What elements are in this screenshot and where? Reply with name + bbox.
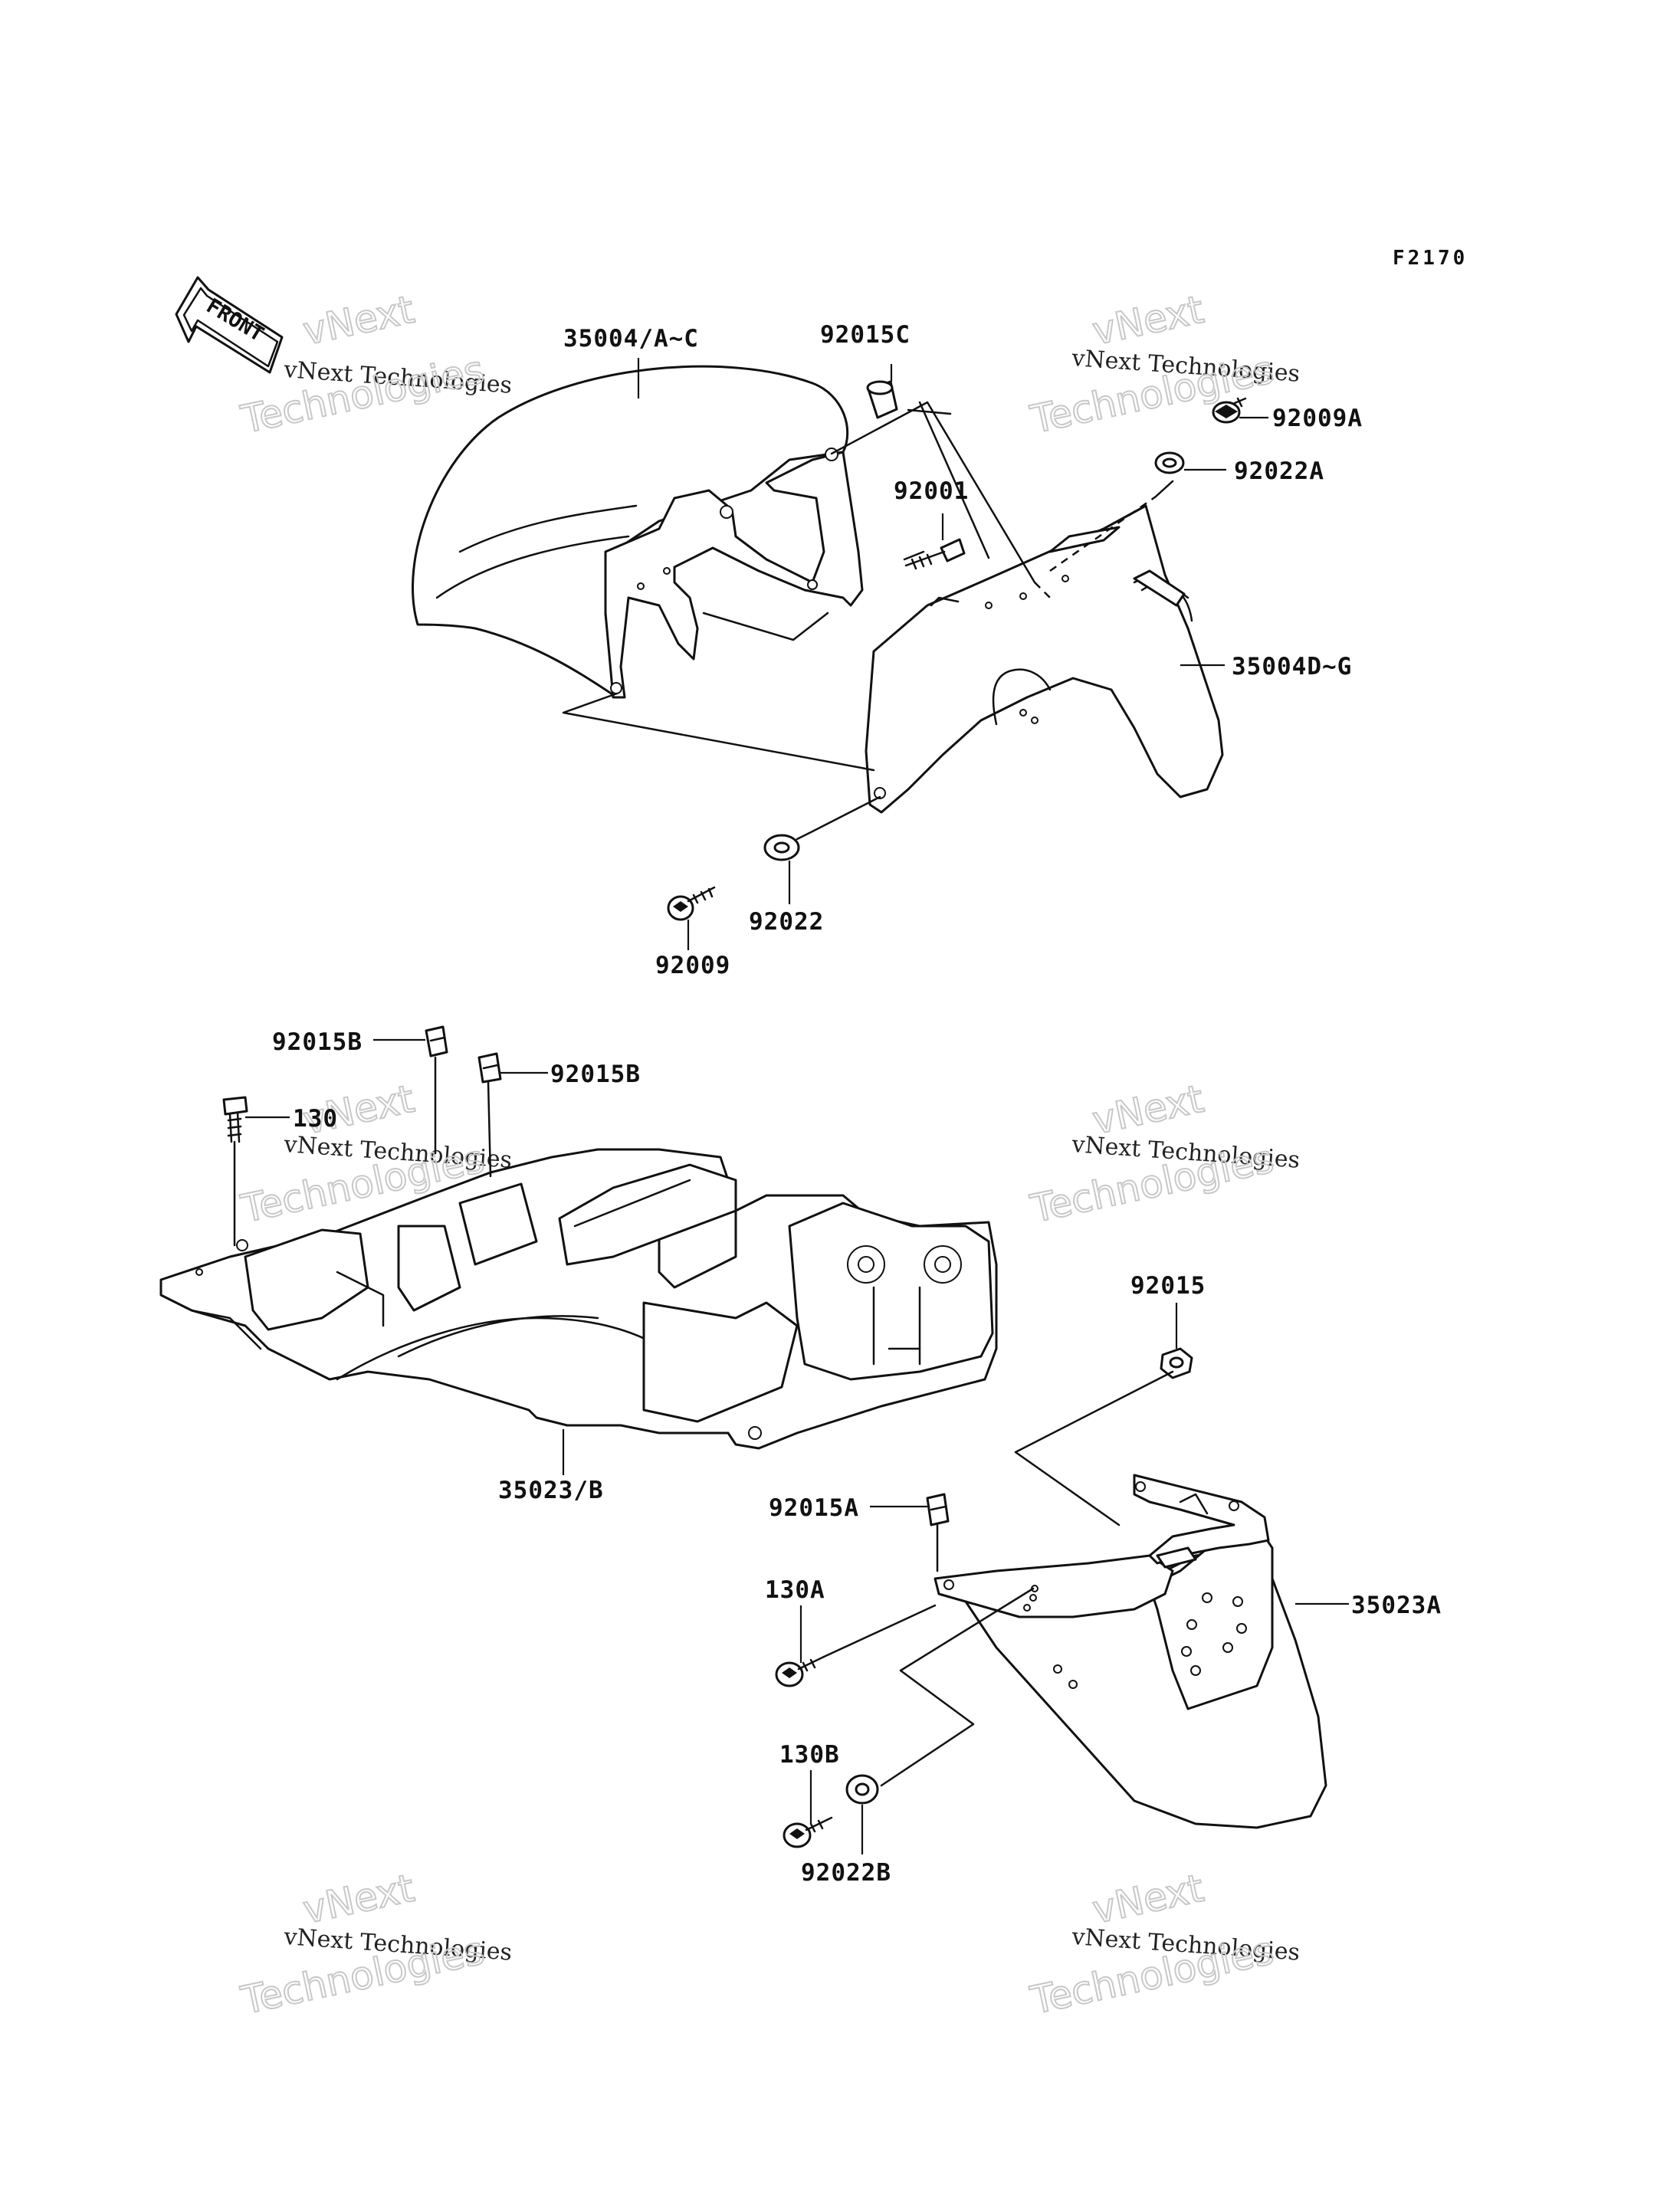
- watermark-bottom-left: vNext vNext Technologies Technologies: [236, 1865, 513, 2024]
- watermark-middle-right: vNext vNext Technologies Technologies: [1025, 1076, 1301, 1232]
- label-front-lower-bolt: 92009: [655, 952, 730, 979]
- rear-clip-92015a: [926, 1493, 950, 1526]
- watermark-top-right: vNext vNext Technologies Technologies: [1025, 287, 1301, 443]
- figure-code: F2170: [1393, 247, 1468, 270]
- label-front-upper-bolt: 92009A: [1272, 405, 1363, 432]
- front-assembly-lines: [562, 401, 1174, 841]
- front-collar-92015c: [866, 380, 898, 419]
- watermark-top-left: vNext vNext Technologies Technologies: [236, 287, 513, 443]
- rear-inner-fender-drawing: [159, 1148, 998, 1450]
- front-bolt-92009a: [1212, 397, 1247, 424]
- front-fender-upper-drawing: [412, 365, 864, 699]
- label-front-collar: 92015C: [820, 321, 911, 349]
- front-grommet-92022: [763, 834, 800, 861]
- label-rear-bolt: 130: [293, 1105, 338, 1133]
- rear-nut-92015b-left: [425, 1025, 448, 1058]
- rear-flap-leaders: [822, 1370, 1174, 1787]
- front-bolt-92001: [904, 538, 966, 570]
- label-rear-flap: 35023A: [1351, 1592, 1442, 1619]
- rear-bolt-130: [222, 1096, 248, 1143]
- label-front-mid-bolt: 92001: [894, 477, 969, 505]
- svg-text:vNext: vNext: [1088, 287, 1207, 354]
- svg-text:vNext: vNext: [299, 1866, 418, 1933]
- label-rear-clip: 92015A: [769, 1494, 859, 1522]
- front-direction-arrow: FRONT: [175, 276, 284, 374]
- rear-grommet-92022b: [845, 1774, 879, 1805]
- label-rear-nut-left: 92015B: [272, 1028, 363, 1056]
- rear-flap-drawing: [934, 1474, 1327, 1829]
- rear-bolt-130b: [783, 1816, 833, 1848]
- part-labels: 35004/A~C 92015C 92009A 92022A 92001 350…: [272, 321, 1442, 1887]
- rear-bolt-130a: [775, 1655, 825, 1687]
- label-rear-grommet-b: 92022B: [801, 1859, 891, 1887]
- label-front-lower-grommet: 92022: [749, 908, 824, 936]
- watermark-bottom-right: vNext vNext Technologies Technologies: [1025, 1865, 1301, 2024]
- svg-text:vNext: vNext: [1088, 1866, 1207, 1933]
- front-fender-lower-drawing: [865, 504, 1224, 814]
- svg-text:vNext: vNext: [299, 287, 418, 354]
- rear-inner-leaders: [233, 1056, 492, 1247]
- rear-nut-92015: [1160, 1347, 1193, 1379]
- label-front-upper-grommet: 92022A: [1234, 457, 1324, 485]
- label-rear-nut: 92015: [1130, 1272, 1206, 1300]
- label-leader-lines: [245, 358, 1349, 1854]
- label-rear-bolt-a: 130A: [765, 1576, 825, 1604]
- front-grommet-92022a: [1154, 451, 1185, 474]
- label-front-fender-upper: 35004/A~C: [563, 325, 699, 353]
- front-bolt-92009: [667, 886, 716, 921]
- label-rear-bolt-b: 130B: [779, 1741, 840, 1769]
- label-front-fender-lower: 35004D~G: [1232, 653, 1352, 680]
- label-rear-nut-right: 92015B: [550, 1061, 641, 1088]
- label-rear-inner-fender: 35023/B: [498, 1477, 604, 1504]
- rear-nut-92015b-right: [477, 1052, 502, 1084]
